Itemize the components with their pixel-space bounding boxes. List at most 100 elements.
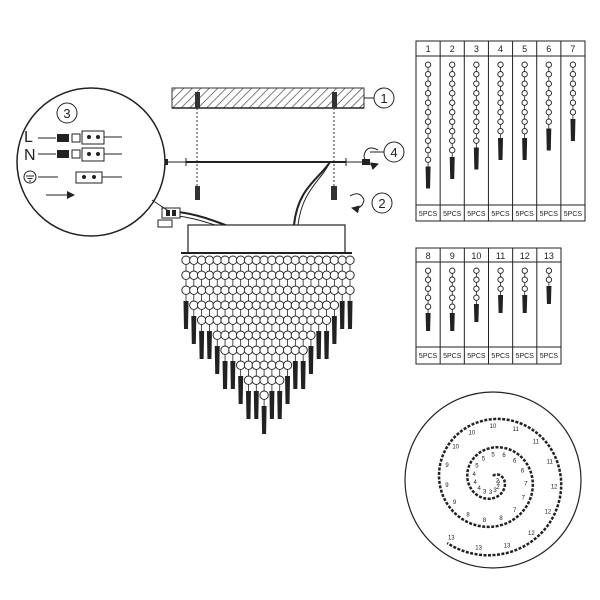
part-number: 2	[450, 44, 455, 54]
spiral-position-label: 9	[453, 500, 457, 506]
part-quantity: 5PCS	[443, 353, 462, 360]
part-quantity: 5PCS	[540, 211, 559, 218]
crystal-strand	[236, 255, 246, 404]
crystal-strand	[298, 255, 308, 389]
spiral-position-label: 10	[452, 445, 459, 451]
crystal-strand	[306, 255, 316, 374]
bracket-screw-right	[331, 186, 336, 200]
part-number: 11	[496, 251, 505, 261]
spiral-position-label: 8	[466, 512, 470, 518]
part-strand-icon	[424, 267, 432, 331]
crystal-strand	[251, 255, 261, 419]
part-number: 12	[520, 251, 530, 261]
crystal-strand	[290, 255, 300, 389]
part-quantity: 5PCS	[419, 211, 438, 218]
crystal-strand	[220, 255, 230, 389]
part-quantity: 5PCS	[419, 353, 438, 360]
spiral-position-label: 5	[491, 453, 495, 459]
spiral-position-label: 9	[445, 483, 449, 489]
part-strand-icon	[521, 267, 528, 313]
crystal-strand	[267, 255, 277, 419]
parts-table-bottom: 8 5PCS 9 5PCS 10 5PCS 11 5PCS 12 5PCS 13 5PCS	[415, 247, 562, 365]
spiral-position-label: 13	[504, 544, 511, 550]
part-quantity: 5PCS	[564, 211, 583, 218]
part-strand-icon	[497, 61, 504, 160]
spiral-position-label: 7	[513, 508, 517, 514]
wiring-detail: 3 L N	[16, 87, 171, 237]
crystal-strand	[275, 255, 285, 419]
crystal-strand	[243, 255, 254, 419]
part-strand-icon	[449, 61, 456, 179]
part-strand-icon	[473, 61, 480, 170]
spiral-position-label: 9	[445, 463, 449, 469]
svg-text:1: 1	[380, 91, 387, 106]
part-quantity: 5PCS	[467, 353, 486, 360]
spiral-position-label: 8	[499, 516, 503, 522]
part-number: 13	[544, 251, 554, 261]
crystal-strand	[196, 255, 207, 359]
crystal-strand	[314, 255, 324, 359]
part-strand-icon	[545, 267, 553, 304]
crystal-strand	[321, 255, 332, 359]
crystal-strand	[189, 255, 199, 344]
part-number: 1	[426, 44, 431, 54]
spiral-position-label: 2	[496, 479, 500, 485]
spiral-position-label: 7	[524, 482, 528, 488]
spiral-position-label: 4	[473, 472, 477, 478]
rotate-arrow-bottom-icon	[349, 193, 365, 214]
part-quantity: 5PCS	[516, 353, 535, 360]
part-number: 10	[471, 251, 481, 261]
part-quantity: 5PCS	[540, 353, 559, 360]
mounting-bracket	[160, 158, 370, 166]
spiral-position-label: 5	[475, 464, 479, 470]
spiral-position-label: 6	[502, 453, 506, 459]
svg-text:2: 2	[378, 196, 385, 211]
part-quantity: 5PCS	[491, 211, 510, 218]
part-strand-icon	[424, 61, 432, 189]
spiral-position-label: 11	[533, 439, 540, 445]
spiral-position-label: 5	[482, 457, 486, 463]
crystal-strand	[204, 255, 215, 359]
callout-2: 2	[371, 192, 393, 214]
spiral-position-label: 3	[489, 490, 493, 496]
crystal-strand	[259, 255, 269, 434]
chandelier-strands	[181, 255, 355, 434]
crystal-strand	[329, 255, 340, 344]
spiral-position-label: 7	[522, 496, 526, 502]
spiral-position-label: 11	[513, 427, 520, 433]
spiral-position-label: 10	[468, 431, 475, 437]
spiral-position-label: 12	[551, 484, 558, 490]
rotate-arrow-right-icon	[363, 147, 379, 171]
ceiling-screw-left	[195, 92, 200, 200]
spiral-position-label: 13	[475, 546, 482, 552]
crystal-strand	[337, 255, 347, 329]
spiral-position-label: 4	[478, 486, 482, 492]
crystal-strand	[181, 255, 191, 329]
spiral-position-label: 12	[545, 510, 552, 516]
spiral-position-label: 13	[448, 535, 455, 541]
part-strand-icon	[545, 61, 552, 151]
part-strand-icon	[473, 267, 480, 322]
part-strand-icon	[569, 61, 577, 141]
part-number: 4	[498, 44, 503, 54]
spiral-position-label: 6	[513, 458, 517, 464]
part-number: 5	[522, 44, 527, 54]
svg-text:3: 3	[63, 106, 70, 121]
ground-icon	[23, 170, 37, 184]
part-quantity: 5PCS	[467, 211, 486, 218]
part-quantity: 5PCS	[491, 353, 510, 360]
part-quantity: 5PCS	[515, 211, 534, 218]
part-number: 9	[450, 251, 455, 261]
crystal-strand	[282, 255, 293, 404]
spiral-position-label: 6	[521, 468, 525, 474]
svg-text:4: 4	[390, 145, 397, 160]
part-strand-icon	[449, 267, 456, 331]
spiral-position-label: 11	[547, 460, 554, 466]
spiral-position-label: 12	[528, 531, 535, 537]
crystal-strand	[212, 255, 222, 374]
part-number: 8	[426, 251, 431, 261]
part-number: 7	[570, 44, 575, 54]
part-number: 6	[546, 44, 551, 54]
